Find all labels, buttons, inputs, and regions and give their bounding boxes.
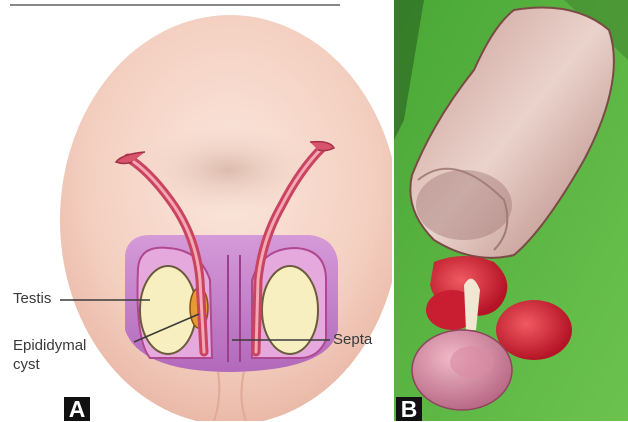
scrotum-illustration	[0, 0, 392, 421]
pubic-region	[138, 125, 318, 215]
label-testis: Testis	[13, 290, 51, 308]
mass-highlight	[450, 346, 494, 378]
skin-texture	[416, 170, 512, 240]
left-testis	[140, 266, 196, 354]
label-epididymal: Epididymal	[13, 337, 86, 355]
exposed-tissue-right	[496, 300, 572, 360]
label-septa: Septa	[333, 331, 372, 349]
right-testis	[262, 266, 318, 354]
panel-letter-b: B	[396, 397, 422, 421]
surgical-photo	[394, 0, 628, 421]
panel-letter-a: A	[64, 397, 90, 421]
photo-panel-b: B	[394, 0, 628, 421]
diagram-panel-a: Testis Epididymal cyst Septa A	[0, 0, 392, 421]
label-cyst: cyst	[13, 356, 40, 374]
